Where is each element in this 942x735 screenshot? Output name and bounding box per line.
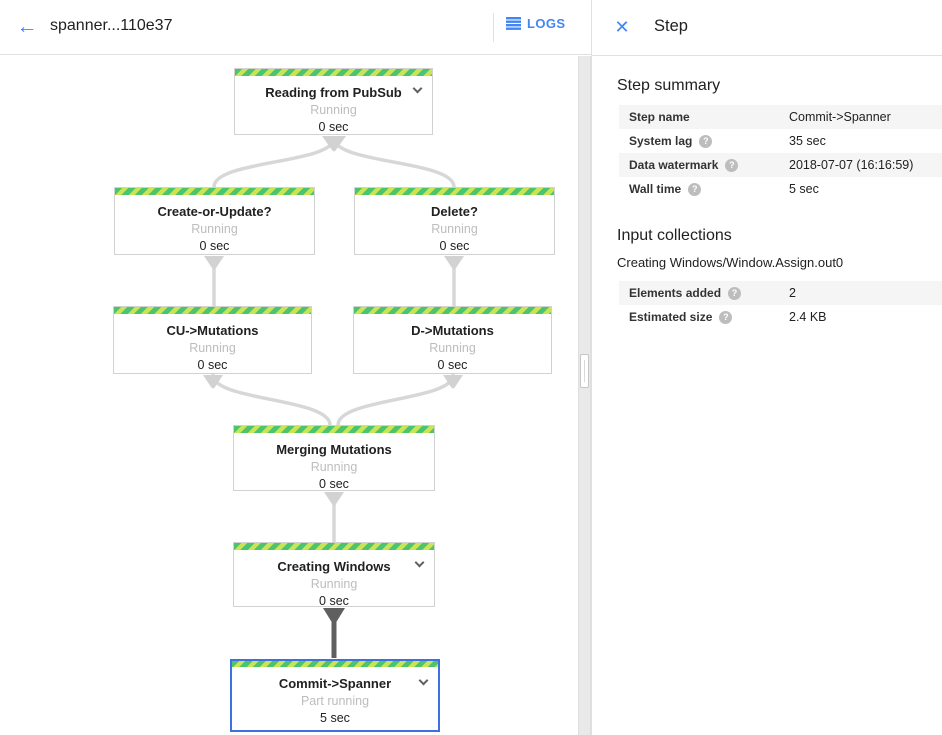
table-row: System lag ? 35 sec [619, 129, 942, 153]
splitter-drag-handle[interactable] [580, 354, 589, 388]
help-icon[interactable]: ? [688, 182, 702, 196]
graph-node-reading-from-pubsub[interactable]: Reading from PubSub Running 0 sec [234, 68, 433, 135]
row-value: 2.4 KB [789, 310, 827, 324]
step-summary-table: Step name Commit->Spanner System lag ? 3… [619, 105, 942, 201]
row-value: 5 sec [789, 182, 819, 196]
help-icon[interactable]: ? [719, 310, 733, 324]
step-summary-heading: Step summary [617, 77, 721, 94]
progress-stripe [354, 307, 551, 314]
node-title: Commit->Spanner [278, 676, 392, 691]
node-status: Running [189, 341, 236, 355]
row-label-text: Step name [629, 110, 690, 124]
node-title: Delete? [431, 204, 478, 219]
row-value: 2018-07-07 (16:16:59) [789, 158, 914, 172]
row-label: Wall time ? [629, 182, 789, 196]
input-collections-heading: Input collections [617, 227, 732, 244]
close-icon[interactable]: ✕ [614, 17, 630, 37]
logs-button-label: LOGS [527, 16, 566, 31]
progress-stripe [235, 69, 432, 76]
node-title: Create-or-Update? [157, 204, 272, 219]
section-gap [592, 201, 942, 227]
input-collection-name: Creating Windows/Window.Assign.out0 [617, 255, 844, 270]
graph-node-delete[interactable]: Delete? Running 0 sec [354, 187, 555, 255]
header-divider [493, 13, 494, 42]
node-time: 0 sec [197, 358, 228, 372]
row-label-text: Estimated size [629, 310, 713, 324]
step-panel-header: ✕ Step [592, 0, 942, 56]
node-status: Running [429, 341, 476, 355]
help-icon[interactable]: ? [728, 286, 742, 300]
panel-splitter[interactable] [578, 56, 591, 735]
progress-stripe [234, 543, 434, 550]
node-time: 0 sec [319, 477, 349, 491]
graph-node-d-mutations[interactable]: D->Mutations Running 0 sec [353, 306, 552, 374]
node-title: Creating Windows [277, 559, 391, 574]
node-time: 0 sec [319, 594, 349, 608]
node-status: Running [310, 460, 358, 474]
graph-node-creating-windows[interactable]: Creating Windows Running 0 sec [233, 542, 435, 608]
node-status: Part running [300, 694, 370, 708]
row-label: System lag ? [629, 134, 789, 148]
node-time: 0 sec [439, 239, 470, 253]
back-arrow-icon[interactable]: ← [16, 15, 38, 38]
job-title: spanner...110e37 [50, 17, 173, 34]
logs-button[interactable]: LOGS [506, 16, 565, 31]
graph-edges [203, 136, 464, 658]
step-details-panel: ✕ Step Step summary Step name Commit->Sp… [591, 0, 942, 735]
row-label: Step name [629, 110, 789, 124]
table-row: Estimated size ? 2.4 KB [619, 305, 942, 329]
row-value: 35 sec [789, 134, 826, 148]
node-title: Reading from PubSub [265, 85, 402, 100]
progress-stripe [234, 426, 434, 433]
node-status: Running [431, 222, 478, 236]
table-row: Wall time ? 5 sec [619, 177, 942, 201]
node-status: Running [310, 577, 358, 591]
graph-node-cu-mutations[interactable]: CU->Mutations Running 0 sec [113, 306, 312, 374]
progress-stripe [114, 307, 311, 314]
row-value: 2 [789, 286, 796, 300]
step-panel-body: Step summary Step name Commit->Spanner S… [592, 56, 942, 329]
graph-node-create-or-update[interactable]: Create-or-Update? Running 0 sec [114, 187, 315, 255]
progress-stripe [115, 188, 314, 195]
table-row: Step name Commit->Spanner [619, 105, 942, 129]
row-label: Elements added ? [629, 286, 789, 300]
help-icon[interactable]: ? [725, 158, 739, 172]
progress-stripe [355, 188, 554, 195]
node-title: D->Mutations [411, 323, 494, 338]
node-status: Running [310, 103, 357, 117]
row-value: Commit->Spanner [789, 110, 891, 124]
node-title: CU->Mutations [166, 323, 259, 338]
row-label: Estimated size ? [629, 310, 789, 324]
table-row: Elements added ? 2 [619, 281, 942, 305]
graph-node-merging-mutations[interactable]: Merging Mutations Running 0 sec [233, 425, 435, 491]
help-icon[interactable]: ? [699, 134, 713, 148]
input-collections-table: Elements added ? 2 Estimated size ? 2.4 … [619, 281, 942, 329]
node-status: Running [191, 222, 238, 236]
row-label-text: Wall time [629, 182, 682, 196]
row-label-text: System lag [629, 134, 693, 148]
row-label: Data watermark ? [629, 158, 789, 172]
node-time: 5 sec [320, 711, 350, 725]
job-graph-canvas[interactable]: Reading from PubSub Running 0 sec Create… [0, 56, 578, 735]
progress-stripe [232, 661, 438, 667]
node-time: 0 sec [437, 358, 468, 372]
table-row: Data watermark ? 2018-07-07 (16:16:59) [619, 153, 942, 177]
logs-list-icon [506, 17, 521, 30]
node-time: 0 sec [199, 239, 230, 253]
row-label-text: Data watermark [629, 158, 719, 172]
node-time: 0 sec [318, 120, 349, 134]
graph-node-commit-spanner[interactable]: Commit->Spanner Part running 5 sec [230, 659, 440, 732]
node-title: Merging Mutations [276, 442, 392, 457]
panel-title: Step [654, 17, 688, 35]
row-label-text: Elements added [629, 286, 722, 300]
job-header: ← spanner...110e37 LOGS [0, 0, 591, 55]
